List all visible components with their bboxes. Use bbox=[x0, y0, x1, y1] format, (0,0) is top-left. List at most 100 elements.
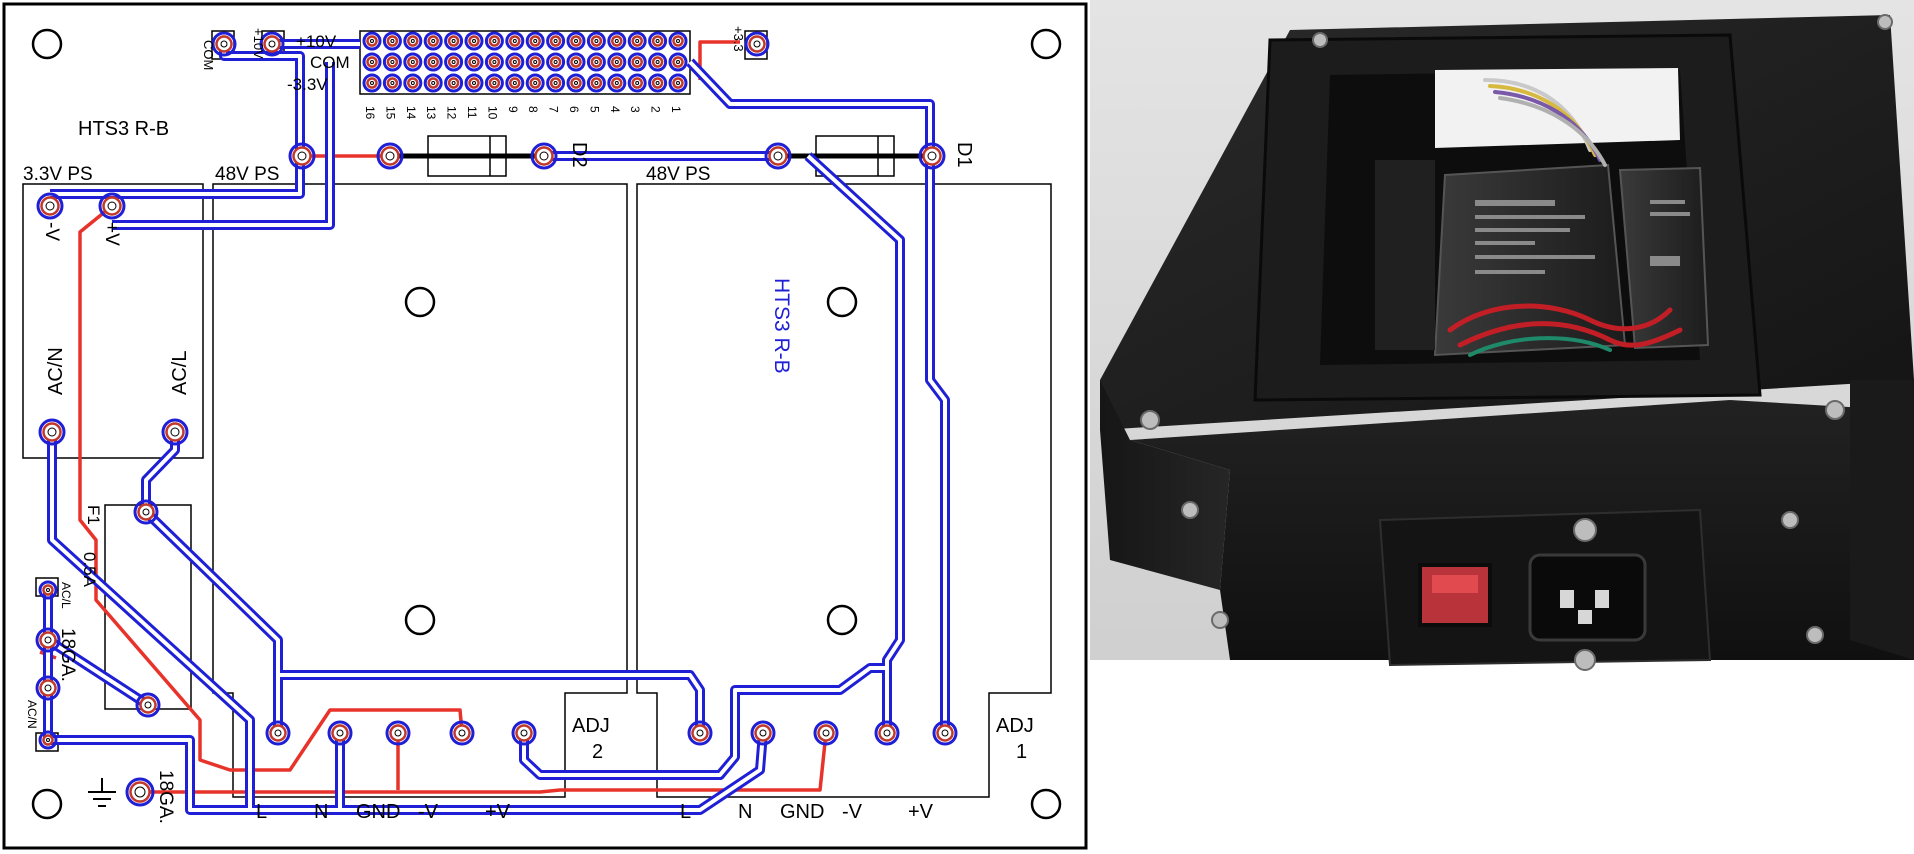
pad bbox=[586, 31, 606, 51]
pad bbox=[444, 73, 464, 93]
pad bbox=[135, 692, 161, 718]
pad bbox=[648, 31, 668, 51]
mounting-hole bbox=[31, 788, 63, 820]
pad bbox=[546, 52, 566, 72]
ps33-label: 3.3V PS bbox=[23, 164, 93, 185]
pad bbox=[403, 52, 423, 72]
pad bbox=[464, 52, 484, 72]
adj2-label-top: ADJ bbox=[572, 715, 610, 737]
pad bbox=[259, 31, 285, 57]
pad bbox=[423, 31, 443, 51]
label-18ga-a: 18GA. bbox=[57, 628, 78, 682]
pad bbox=[607, 31, 627, 51]
pad bbox=[764, 142, 792, 170]
pad bbox=[668, 52, 688, 72]
pad bbox=[511, 720, 537, 746]
ps33-outline bbox=[22, 183, 204, 459]
pad bbox=[403, 31, 423, 51]
pad bbox=[668, 31, 688, 51]
pad bbox=[161, 418, 189, 446]
psu-side-panel bbox=[1375, 160, 1435, 350]
pad bbox=[648, 73, 668, 93]
pad bbox=[546, 73, 566, 93]
pad bbox=[607, 52, 627, 72]
pad bbox=[423, 73, 443, 93]
iec-pin bbox=[1578, 610, 1592, 624]
terminal-label: N bbox=[738, 801, 752, 823]
terminal-label: -V bbox=[842, 801, 863, 823]
pad bbox=[525, 52, 545, 72]
power-switch bbox=[1418, 563, 1492, 627]
pad bbox=[98, 192, 126, 220]
label-plus3v3-right: +3.3 bbox=[731, 26, 746, 52]
blue-trace-inner bbox=[688, 60, 947, 733]
label-minus3v3: -3.3V bbox=[287, 75, 328, 94]
blue-trace-inner bbox=[46, 638, 150, 707]
pad bbox=[484, 31, 504, 51]
pad bbox=[362, 31, 382, 51]
terminal-label: -V bbox=[418, 801, 439, 823]
pad bbox=[627, 73, 647, 93]
pad bbox=[566, 31, 586, 51]
pad bbox=[265, 720, 291, 746]
blue-trace-inner bbox=[144, 510, 280, 733]
pad bbox=[376, 142, 404, 170]
mounting-hole bbox=[31, 28, 63, 60]
enclosure-right-face bbox=[1850, 380, 1914, 660]
pad bbox=[525, 31, 545, 51]
pad bbox=[530, 142, 558, 170]
label-com: COM bbox=[310, 53, 350, 72]
adj1-label-bottom: 1 bbox=[1016, 741, 1027, 763]
pad bbox=[362, 73, 382, 93]
round-pads bbox=[35, 31, 958, 807]
pad bbox=[211, 31, 237, 57]
terminal-label: L bbox=[680, 801, 691, 823]
label-18ga-b: 18GA. bbox=[155, 770, 176, 824]
pad bbox=[586, 73, 606, 93]
red-trace bbox=[140, 732, 828, 794]
pad bbox=[288, 142, 316, 170]
iec-inlet bbox=[1528, 553, 1647, 642]
pin-number-label: 9 bbox=[506, 106, 520, 113]
photo-bottom-area bbox=[1090, 660, 1914, 680]
pad bbox=[874, 720, 900, 746]
pin-number-label: 11 bbox=[465, 106, 479, 119]
pin-number-label: 14 bbox=[404, 106, 418, 120]
pad bbox=[668, 73, 688, 93]
label-acn: AC/N bbox=[25, 700, 39, 729]
pad bbox=[382, 52, 402, 72]
label-plus10v-left: +10V bbox=[251, 28, 266, 59]
blue-trace-inner bbox=[278, 673, 702, 733]
pin-number-label: 10 bbox=[485, 106, 499, 120]
blue-trace-inner bbox=[112, 62, 332, 227]
mounting-hole bbox=[1030, 788, 1062, 820]
label-ac-n: AC/N bbox=[45, 347, 67, 395]
label-f1: F1 bbox=[84, 505, 103, 525]
pad bbox=[444, 52, 464, 72]
pin-number-label: 12 bbox=[445, 106, 459, 120]
pad bbox=[687, 720, 713, 746]
pad bbox=[484, 73, 504, 93]
label-d1: D1 bbox=[953, 142, 975, 168]
terminal-label: +V bbox=[485, 801, 511, 823]
pin-number-label: 5 bbox=[587, 106, 601, 113]
pad bbox=[382, 31, 402, 51]
mounting-hole bbox=[404, 286, 436, 318]
pad bbox=[586, 52, 606, 72]
power-switch-rocker bbox=[1432, 575, 1478, 593]
header-pins bbox=[362, 31, 688, 93]
pad bbox=[932, 720, 958, 746]
adj1-label-top: ADJ bbox=[996, 715, 1034, 737]
ps48-left-label: 48V PS bbox=[215, 164, 279, 185]
screws bbox=[1140, 14, 1893, 671]
pad bbox=[327, 720, 353, 746]
iec-pin bbox=[1595, 590, 1609, 608]
ground-symbol bbox=[88, 778, 116, 807]
blue-trace-inner bbox=[48, 738, 250, 812]
label-acl: AC/L bbox=[59, 582, 73, 609]
pad bbox=[449, 720, 475, 746]
pad bbox=[382, 73, 402, 93]
label-fuse-rating: 0.5A bbox=[80, 552, 99, 588]
